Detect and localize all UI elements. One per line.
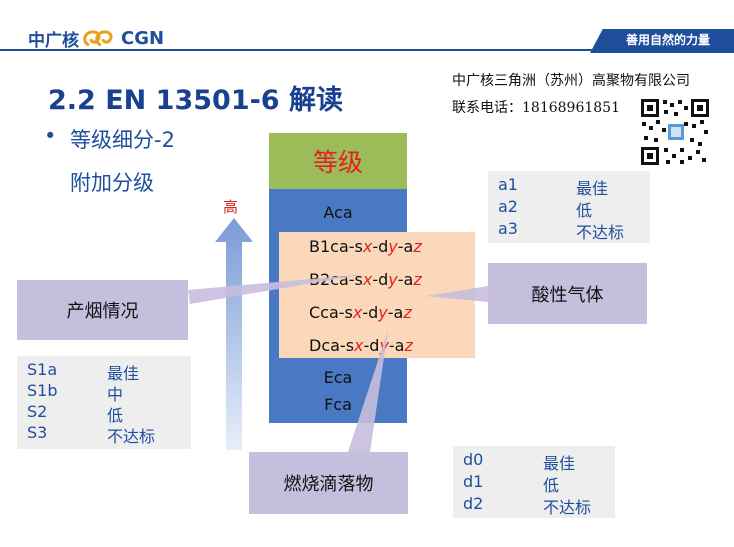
- legend-droplets: d0 最佳 d1 低 d2 不达标: [453, 446, 615, 518]
- sub-heading: 附加分级: [70, 171, 154, 195]
- legend-code: S1b: [27, 381, 58, 400]
- legend-code: S3: [27, 423, 48, 442]
- cgn-swirl-icon: [83, 29, 113, 46]
- callout-smoke: 产烟情况: [17, 280, 188, 340]
- legend-code: d1: [463, 472, 484, 491]
- bullet-text: 等级细分-2: [70, 128, 175, 152]
- company-name: 中广核三角洲（苏州）高聚物有限公司: [452, 73, 690, 89]
- slide-title: 2.2 EN 13501-6 解读: [48, 85, 343, 116]
- legend-code: d2: [463, 494, 484, 513]
- callout-droplets: 燃烧滴落物: [249, 452, 408, 514]
- callout-acid: 酸性气体: [488, 263, 647, 324]
- legend-code: a3: [498, 219, 518, 238]
- smoke-pointer: [188, 274, 366, 304]
- legend-desc: 低: [543, 476, 560, 495]
- cgn-logo: 中广核 CGN: [28, 26, 164, 51]
- legend-code: a1: [498, 175, 518, 194]
- qr-code-icon: [640, 98, 710, 166]
- grade-item-b1: B1ca-sx-dy-az: [309, 237, 422, 256]
- legend-desc: 低: [576, 201, 593, 220]
- legend-desc: 低: [107, 406, 124, 425]
- legend-desc: 最佳: [576, 179, 609, 198]
- high-label: 高: [223, 198, 239, 216]
- legend-code: S2: [27, 402, 48, 421]
- droplets-pointer: [348, 330, 388, 452]
- grade-item-aca: Aca: [323, 203, 353, 222]
- logo-chinese-text: 中广核: [28, 31, 79, 51]
- legend-desc: 不达标: [576, 223, 625, 242]
- contact-phone: 联系电话：18168961851: [452, 100, 620, 116]
- legend-desc: 最佳: [543, 454, 576, 473]
- logo-english-text: CGN: [121, 28, 165, 49]
- up-arrow-icon: [215, 218, 253, 450]
- legend-desc: 不达标: [543, 498, 592, 517]
- legend-smoke: S1a 最佳 S1b 中 S2 低 S3 不达标: [17, 356, 191, 449]
- grade-item-c: Cca-sx-dy-az: [309, 303, 412, 322]
- grade-heading: 等级: [269, 133, 407, 189]
- grade-item-fca: Fca: [324, 395, 352, 414]
- legend-code: S1a: [27, 360, 58, 379]
- legend-desc: 中: [107, 385, 124, 404]
- grade-item-b2: B2ca-sx-dy-az: [309, 270, 422, 289]
- legend-code: a2: [498, 197, 518, 216]
- header-rule: [0, 49, 600, 51]
- legend-code: d0: [463, 450, 484, 469]
- slogan: 善用自然的力量: [626, 33, 711, 47]
- legend-desc: 最佳: [107, 364, 140, 383]
- legend-desc: 不达标: [107, 427, 156, 446]
- grade-item-eca: Eca: [323, 368, 353, 387]
- bullet-mark: •: [44, 124, 57, 148]
- acid-pointer: [426, 286, 488, 302]
- legend-acid: a1 最佳 a2 低 a3 不达标: [488, 171, 650, 243]
